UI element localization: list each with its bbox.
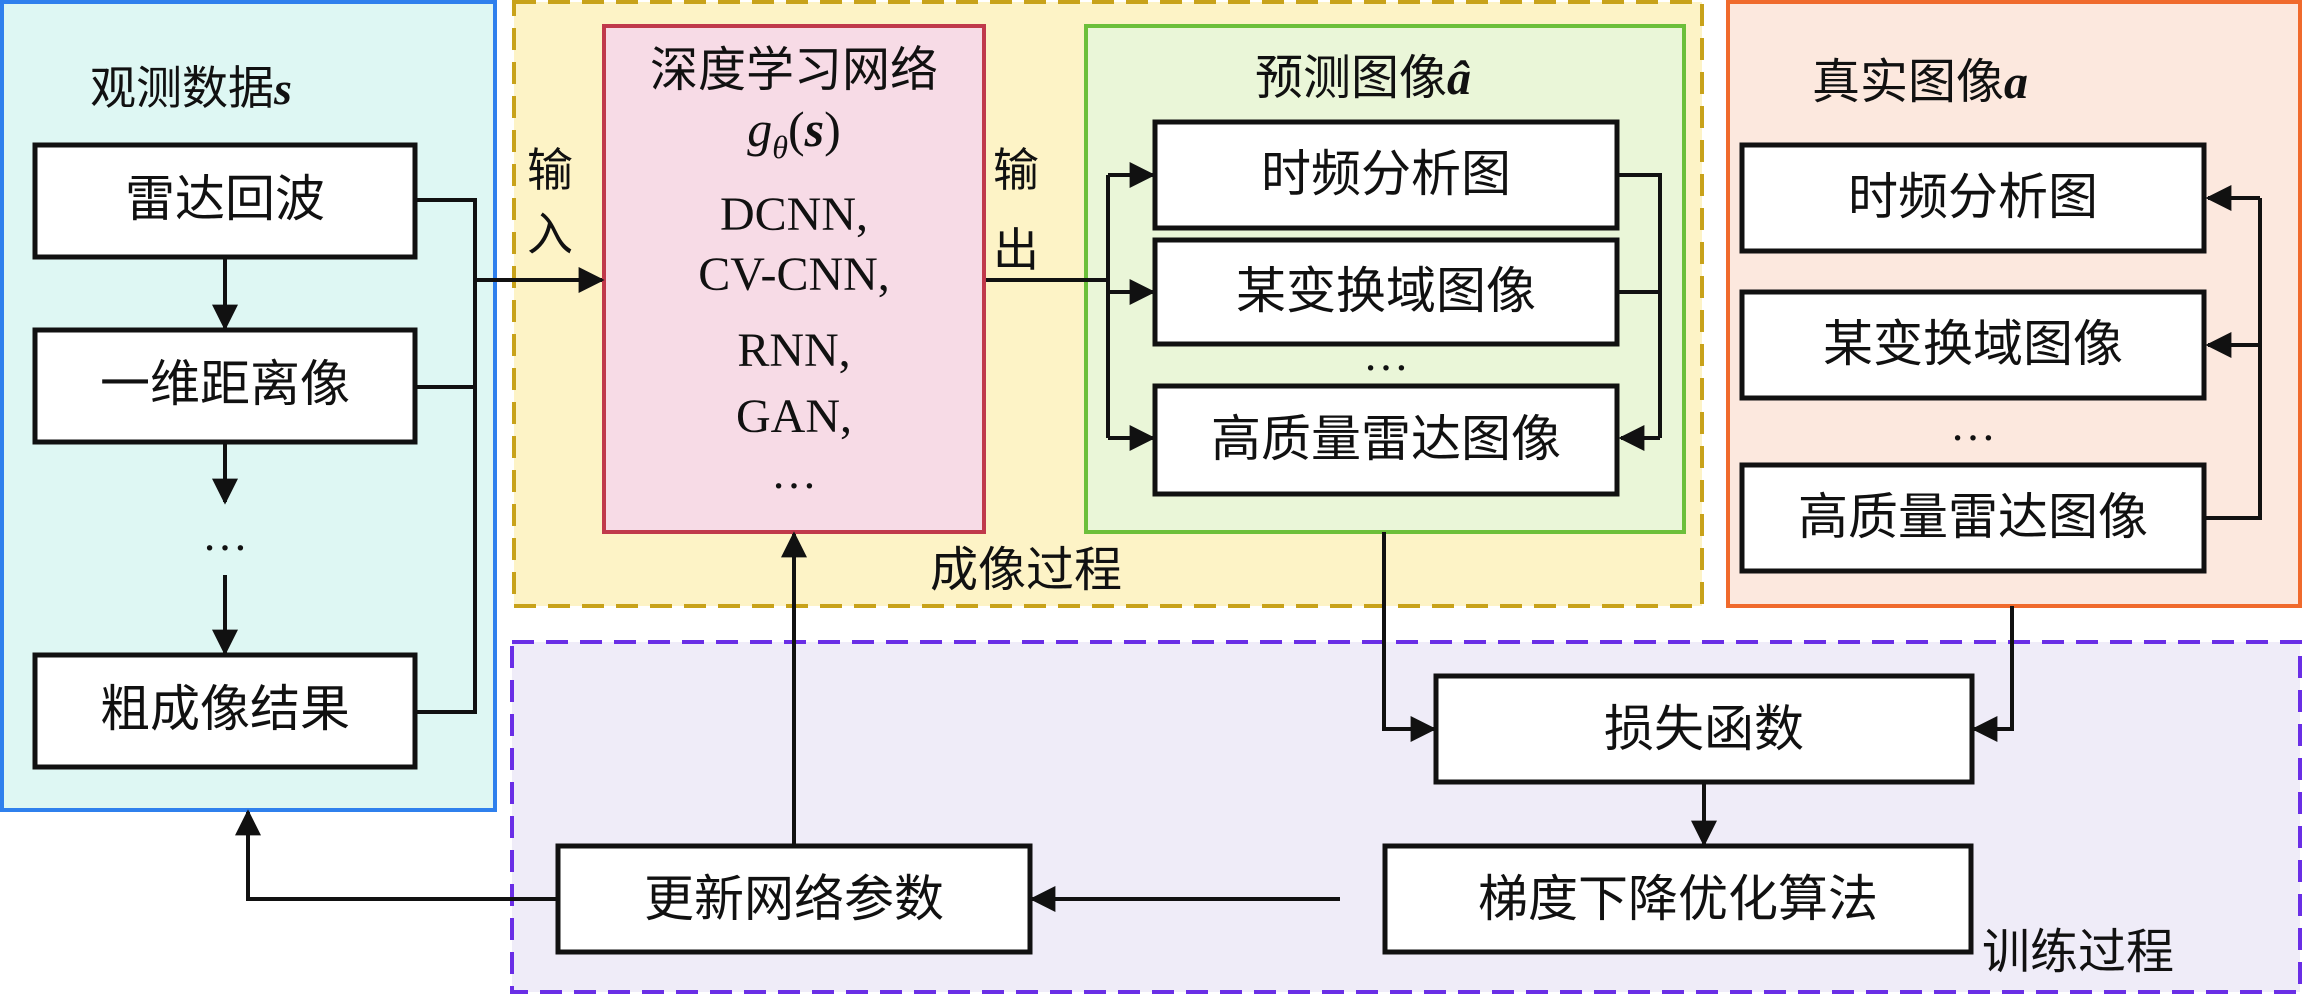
input-label: 输 入: [527, 143, 588, 261]
arrow-real-to-loss: [1971, 606, 2014, 742]
output-label: 输 出: [993, 143, 1054, 277]
deep-learning-network-box: [602, 24, 986, 534]
network-model-ellipsis: …: [771, 447, 817, 498]
update-parameters-box: [555, 843, 1033, 955]
real-hq-box: [1739, 462, 2207, 574]
predicted-ellipsis: …: [1363, 329, 1409, 380]
observed-ellipsis: …: [202, 509, 248, 560]
predicted-tf-label: 时频分析图: [1261, 145, 1511, 203]
predicted-hq-box: [1152, 383, 1620, 497]
observed-data-title: 观测数据s: [90, 61, 292, 115]
real-tf-box: [1739, 142, 2207, 254]
range-profile-label: 一维距离像: [100, 355, 350, 413]
loss-function-box: [1433, 673, 1975, 785]
coarse-imaging-result-label: 粗成像结果: [100, 680, 350, 738]
imaging-process-label: 成像过程: [930, 542, 1122, 598]
observed-collector-bracket: [417, 198, 477, 714]
network-title: 深度学习网络: [650, 42, 938, 98]
predicted-transform-box: [1152, 237, 1620, 347]
gradient-descent-box: [1382, 843, 1974, 955]
real-hq-label: 高质量雷达图像: [1798, 488, 2148, 546]
arrow-predicted-to-loss: [1382, 532, 1437, 742]
radar-echo-label: 雷达回波: [125, 170, 325, 228]
network-model-cv-cnn: CV-CNN,: [698, 248, 890, 301]
predicted-tf-box: [1152, 119, 1620, 231]
gradient-descent-label: 梯度下降优化算法: [1478, 870, 1878, 928]
loss-function-label: 损失函数: [1604, 700, 1804, 758]
network-model-gan: GAN,: [736, 390, 852, 443]
training-process-label: 训练过程: [1982, 924, 2174, 980]
network-model-rnn: RNN,: [737, 324, 850, 377]
update-parameters-label: 更新网络参数: [644, 870, 944, 928]
real-transform-label: 某变换域图像: [1823, 315, 2123, 373]
real-title: 真实图像a: [1812, 54, 2028, 110]
network-function: gθ(s): [747, 101, 841, 165]
real-merge-bracket: [2206, 198, 2262, 520]
real-ellipsis: …: [1950, 399, 1996, 450]
radar-echo-box: [32, 142, 418, 260]
predicted-transform-label: 某变换域图像: [1236, 262, 1536, 320]
real-tf-label: 时频分析图: [1848, 168, 2098, 226]
predicted-hq-label: 高质量雷达图像: [1211, 410, 1561, 468]
predicted-title: 预测图像â: [1255, 50, 1471, 106]
network-model-dcnn: DCNN,: [720, 188, 868, 241]
predicted-merge-bracket: [1619, 173, 1662, 292]
real-transform-box: [1739, 289, 2207, 401]
arrow-update-to-observed: [235, 809, 556, 901]
